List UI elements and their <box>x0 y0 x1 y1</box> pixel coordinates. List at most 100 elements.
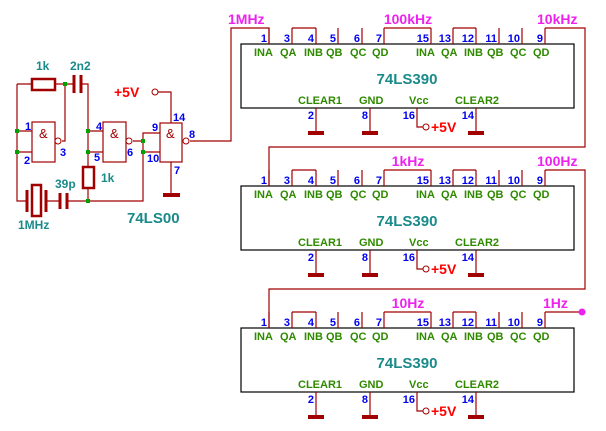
pin-name: QA <box>441 189 458 201</box>
supply-label: +5V <box>114 84 140 100</box>
pin-name: CLEAR1 <box>298 237 342 249</box>
ic-body <box>240 327 575 393</box>
supply-terminal <box>422 407 430 415</box>
pin-number: 1 <box>25 121 31 133</box>
supply-label: +5V <box>431 119 457 135</box>
pin-number: 16 <box>403 110 415 122</box>
pin-name: CLEAR1 <box>298 95 342 107</box>
pin-number: 2 <box>308 252 314 264</box>
pin-name: QD <box>372 47 389 59</box>
pin-name: QA <box>441 47 458 59</box>
frequency-label: 10kHz <box>537 11 577 27</box>
capacitor-2n2-label: 2n2 <box>70 59 91 73</box>
output-terminal <box>578 308 586 316</box>
pin-number: 6 <box>127 147 133 159</box>
pin-number: 14 <box>173 112 186 124</box>
pin-name: QD <box>372 331 389 343</box>
wire <box>268 27 586 186</box>
nand-gate-1: & <box>31 121 62 163</box>
frequency-label: 1MHz <box>228 11 265 27</box>
counter-chain: 1INA3QA4INB5QB6QC7QD15INA13QA12INB11QB10… <box>228 11 586 419</box>
pin-name: Vcc <box>409 379 429 391</box>
pin-number: 9 <box>537 33 543 45</box>
pin-number: 15 <box>417 33 429 45</box>
pin-number: 4 <box>308 317 315 329</box>
pin-name: INA <box>254 189 273 201</box>
nand-gate-2: & <box>102 121 133 163</box>
pin-number: 8 <box>362 394 368 406</box>
wire <box>416 250 423 270</box>
wire <box>416 392 423 412</box>
pin-name: QC <box>510 47 527 59</box>
pin-name: INB <box>464 331 483 343</box>
capacitor-2n2 <box>72 75 83 93</box>
pin-number: 9 <box>152 122 158 134</box>
pin-number: 8 <box>362 252 368 264</box>
resistor-1k-label: 1k <box>36 59 50 73</box>
junction-dots <box>15 82 145 203</box>
pin-number: 2 <box>308 110 314 122</box>
pin-number: 4 <box>308 175 315 187</box>
pin-number: 15 <box>417 175 429 187</box>
supply-terminal <box>151 88 159 96</box>
pin-name: QD <box>533 331 550 343</box>
pin-name: QB <box>326 331 343 343</box>
resistor-1k-bias <box>81 165 96 190</box>
pin-name: INB <box>304 331 323 343</box>
pin-number: 10 <box>508 317 520 329</box>
pin-number: 7 <box>376 317 382 329</box>
pin-name: INA <box>254 47 273 59</box>
pin-number: 9 <box>537 175 543 187</box>
pin-number: 11 <box>485 317 497 329</box>
pin-name: INB <box>304 47 323 59</box>
pin-number: 13 <box>439 175 451 187</box>
capacitor-39p-label: 39p <box>55 177 76 191</box>
pin-name: GND <box>359 95 384 107</box>
resistor-1k-bias-label: 1k <box>101 171 115 185</box>
pin-number: 7 <box>376 33 382 45</box>
pin-name: QB <box>487 331 504 343</box>
supply-label: +5V <box>431 261 457 277</box>
svg-text:&: & <box>110 126 119 141</box>
frequency-label: 100kHz <box>384 11 432 27</box>
pin-number: 3 <box>60 147 66 159</box>
pin-name: QA <box>280 189 297 201</box>
pin-number: 6 <box>354 33 360 45</box>
pin-name: QA <box>280 331 297 343</box>
pin-name: QD <box>533 189 550 201</box>
crystal-label: 1MHz <box>18 218 49 232</box>
counter-2: 1INA3QA4INB5QB6QC7QD15INA13QA12INB11QB10… <box>240 153 586 328</box>
pin-number: 11 <box>485 33 497 45</box>
ic-74ls390-label: 74LS390 <box>377 355 438 372</box>
pin-number: 11 <box>485 175 497 187</box>
pin-name: INB <box>464 189 483 201</box>
pin-number: 16 <box>403 394 415 406</box>
pin-number: 3 <box>284 33 290 45</box>
oscillator: & & & 1k 2n2 39p 1k 1MHz 74LS00 +5V 1 2 <box>15 27 270 232</box>
pin-number: 8 <box>362 110 368 122</box>
pin-name: QB <box>487 189 504 201</box>
pin-number: 3 <box>284 175 290 187</box>
pin-number: 1 <box>261 175 267 187</box>
nand-gate-3: & <box>159 122 190 163</box>
pin-name: INA <box>416 189 435 201</box>
pin-name: GND <box>359 237 384 249</box>
frequency-label: 100Hz <box>537 153 577 169</box>
pin-name: QC <box>510 331 527 343</box>
pin-name: QC <box>350 189 367 201</box>
pin-number: 3 <box>284 317 290 329</box>
pin-number: 7 <box>174 165 180 177</box>
pin-number: 15 <box>417 317 429 329</box>
wire <box>16 27 270 202</box>
pin-name: CLEAR1 <box>298 379 342 391</box>
counter-1: 1INA3QA4INB5QB6QC7QD15INA13QA12INB11QB10… <box>228 11 586 186</box>
pin-name: QB <box>326 189 343 201</box>
pin-number: 13 <box>439 33 451 45</box>
pin-name: QA <box>441 331 458 343</box>
pin-number: 14 <box>462 394 475 406</box>
ic-74ls390-label: 74LS390 <box>377 71 438 88</box>
pin-name: QD <box>533 47 550 59</box>
pin-number: 4 <box>96 121 103 133</box>
pin-number: 12 <box>462 317 474 329</box>
